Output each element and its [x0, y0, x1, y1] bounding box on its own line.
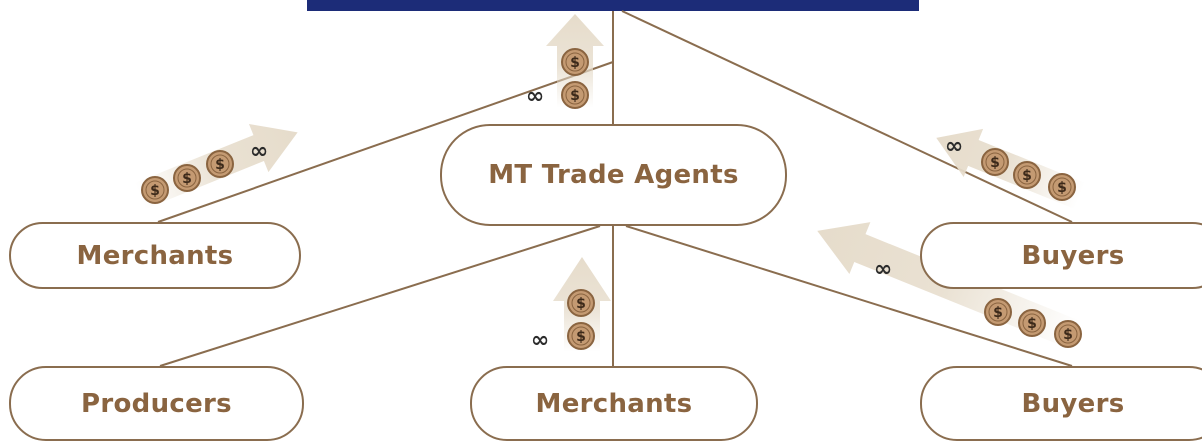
- coin-icon: $: [1018, 309, 1046, 337]
- coin-symbol: $: [182, 171, 192, 187]
- node-label: Producers: [81, 388, 232, 419]
- line-merchants-to-header: [157, 61, 614, 223]
- coin-icon: $: [567, 289, 595, 317]
- coin-symbol: $: [1022, 168, 1032, 184]
- infinity-icon: ∞: [526, 84, 544, 109]
- coin-symbol: $: [576, 329, 586, 345]
- coin-symbol: $: [993, 305, 1003, 321]
- coin-symbol: $: [215, 157, 225, 173]
- coin-symbol: $: [150, 183, 160, 199]
- coin-icon: $: [981, 148, 1009, 176]
- coin-icon: $: [173, 164, 201, 192]
- header-bar: [307, 0, 919, 11]
- coin-symbol: $: [570, 88, 580, 104]
- connector-lines: [157, 10, 1073, 367]
- coin-icon: $: [567, 322, 595, 350]
- coin-icon: $: [1013, 161, 1041, 189]
- coin-icon: $: [141, 176, 169, 204]
- node-buyers-bottom: Buyers: [920, 366, 1202, 441]
- node-label: MT Trade Agents: [488, 160, 739, 190]
- infinity-icon: ∞: [874, 257, 892, 282]
- coin-icon: $: [984, 298, 1012, 326]
- infinity-icon: ∞: [531, 328, 549, 353]
- line-header-to-buyers: [621, 10, 1073, 223]
- coin-symbol: $: [1057, 180, 1067, 196]
- coin-icon: $: [1054, 320, 1082, 348]
- line-center-to-buyers-bottom: [625, 225, 1073, 367]
- infinity-icon: ∞: [250, 139, 268, 164]
- node-mt-trade-agents: MT Trade Agents: [440, 124, 787, 226]
- node-label: Merchants: [535, 388, 693, 419]
- coin-icon: $: [561, 48, 589, 76]
- coins: $ $ $ $ $ $ $ $: [141, 48, 1082, 350]
- coin-symbol: $: [1027, 316, 1037, 332]
- coin-symbol: $: [1063, 327, 1073, 343]
- node-label: Buyers: [1021, 388, 1125, 419]
- node-buyers-right: Buyers: [920, 222, 1202, 289]
- infinity-marks: ∞ ∞ ∞ ∞ ∞: [250, 84, 963, 353]
- coin-symbol: $: [990, 155, 1000, 171]
- coin-icon: $: [1048, 173, 1076, 201]
- coin-icon: $: [206, 150, 234, 178]
- node-producers: Producers: [9, 366, 304, 441]
- node-merchants-bottom: Merchants: [470, 366, 758, 441]
- line-center-to-producers: [159, 225, 601, 367]
- infinity-icon: ∞: [945, 134, 963, 159]
- node-merchants-left: Merchants: [9, 222, 301, 289]
- coin-symbol: $: [570, 55, 580, 71]
- node-label: Merchants: [76, 240, 234, 271]
- node-label: Buyers: [1021, 240, 1125, 271]
- flow-arrow-right-buyers: [936, 128, 1086, 209]
- coin-symbol: $: [576, 296, 586, 312]
- coin-icon: $: [561, 81, 589, 109]
